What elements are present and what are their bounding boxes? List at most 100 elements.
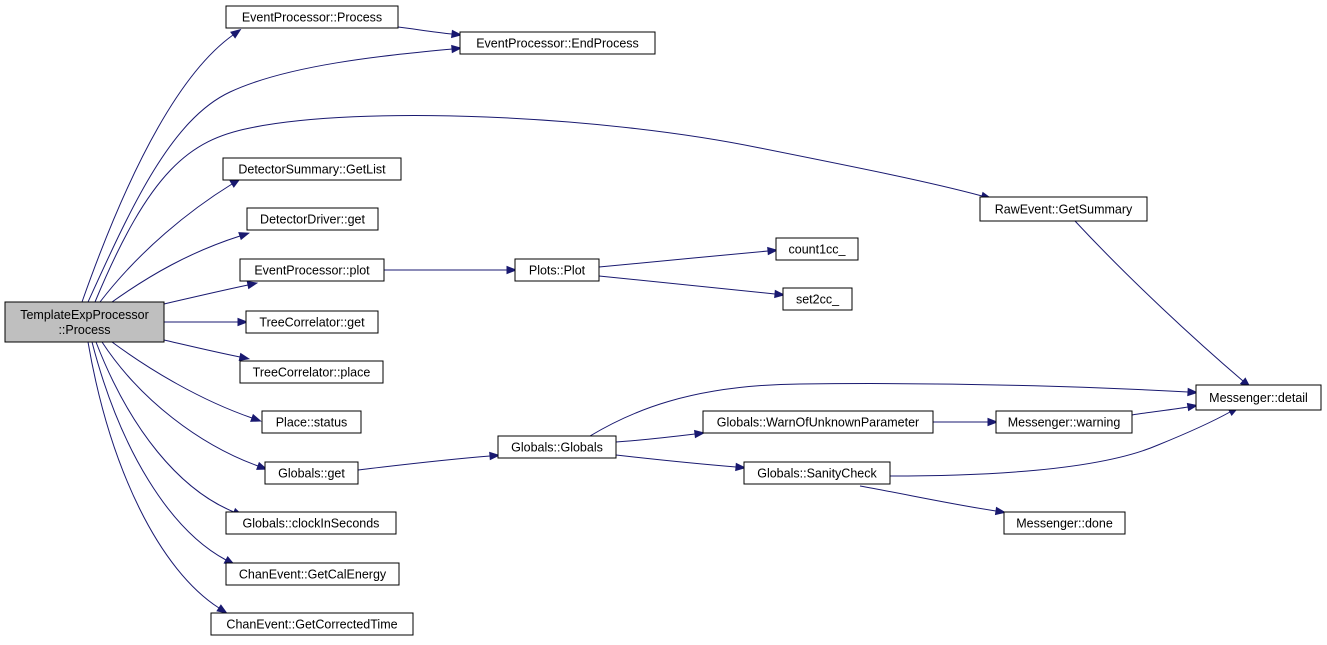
arrowhead (1186, 402, 1199, 412)
arrowhead (694, 429, 706, 439)
call-edge-plots-plot-to-set2cc (598, 275, 786, 299)
call-edge-root-to-chan-calenergy (91, 341, 236, 565)
node-box (775, 237, 859, 261)
node-label: Plots::Plot (529, 264, 586, 278)
node-label: EventProcessor::Process (242, 11, 382, 25)
node-msg-done[interactable]: Messenger::done (1003, 511, 1126, 535)
node-label: RawEvent::GetSummary (995, 203, 1133, 217)
node-box (264, 461, 359, 485)
node-chan-correctedtime[interactable]: ChanEvent::GetCorrectedTime (210, 612, 414, 636)
arrowhead (767, 246, 779, 256)
edge-line (1131, 406, 1189, 416)
node-globals-get[interactable]: Globals::get (264, 461, 359, 485)
node-label: Globals::Globals (511, 441, 603, 455)
call-edge-globals-globals-to-globals-warn (615, 429, 706, 443)
arrowhead (987, 417, 999, 427)
call-edge-globals-sanity-to-msg-done (859, 485, 1007, 516)
node-msg-detail[interactable]: Messenger::detail (1195, 384, 1322, 411)
node-box (1195, 384, 1322, 411)
arrowhead (994, 506, 1007, 516)
arrowhead (230, 28, 242, 39)
call-edge-globals-globals-to-globals-sanity (615, 454, 747, 472)
node-box (702, 410, 934, 434)
node-globals-warn[interactable]: Globals::WarnOfUnknownParameter (702, 410, 934, 434)
node-box (1003, 511, 1126, 535)
node-tc-place[interactable]: TreeCorrelator::place (239, 360, 384, 384)
edge-line (87, 341, 220, 609)
node-box (210, 612, 414, 636)
node-box (246, 207, 379, 231)
arrowhead (238, 352, 251, 362)
node-label: EventProcessor::plot (254, 264, 370, 278)
node-box (222, 157, 402, 181)
node-box (497, 435, 617, 459)
call-edge-globals-warn-to-msg-warning (933, 417, 999, 427)
call-edge-msg-warning-to-msg-detail (1131, 402, 1199, 416)
node-label: TreeCorrelator::get (259, 316, 365, 330)
arrowhead (256, 461, 268, 470)
node-plots-plot[interactable]: Plots::Plot (514, 258, 600, 282)
node-box (245, 310, 379, 334)
call-edge-root-to-ep-process (81, 28, 242, 303)
call-edge-root-to-ep-endprocess (87, 44, 463, 303)
node-ds-getlist[interactable]: DetectorSummary::GetList (222, 157, 402, 181)
node-label: DetectorDriver::get (260, 213, 365, 227)
node-dd-get[interactable]: DetectorDriver::get (246, 207, 379, 231)
node-place-status[interactable]: Place::status (261, 410, 362, 434)
node-globals-globals[interactable]: Globals::Globals (497, 435, 617, 459)
node-box (514, 258, 600, 282)
call-edge-root-to-ds-getlist (99, 178, 241, 303)
node-msg-warning[interactable]: Messenger::warning (995, 410, 1133, 434)
arrowhead (216, 604, 228, 614)
call-edge-root-to-tc-place (163, 339, 251, 362)
call-edge-root-to-dd-get (111, 232, 250, 303)
edge-line (357, 455, 491, 471)
node-label: Messenger::done (1016, 517, 1113, 531)
node-tc-get[interactable]: TreeCorrelator::get (245, 310, 379, 334)
node-globals-sanity[interactable]: Globals::SanityCheck (743, 461, 891, 485)
node-label: Messenger::detail (1209, 391, 1308, 405)
call-edge-root-to-globals-clock (95, 341, 244, 517)
node-count1cc[interactable]: count1cc_ (775, 237, 859, 261)
node-box (782, 287, 853, 311)
node-box (995, 410, 1133, 434)
node-label: TreeCorrelator::place (253, 366, 371, 380)
edge-line (111, 235, 241, 303)
node-label: EventProcessor::EndProcess (476, 37, 639, 51)
node-globals-clock[interactable]: Globals::clockInSeconds (225, 511, 397, 535)
node-ep-process[interactable]: EventProcessor::Process (225, 5, 399, 29)
node-label: count1cc_ (789, 243, 847, 257)
call-edges (81, 26, 1251, 614)
edge-line (598, 275, 776, 295)
node-label: TemplateExpProcessor (20, 308, 149, 322)
call-edge-root-to-globals-get (101, 341, 268, 470)
node-chan-calenergy[interactable]: ChanEvent::GetCalEnergy (225, 562, 400, 586)
node-box (459, 31, 656, 55)
edge-line (615, 454, 737, 468)
node-box (4, 301, 165, 343)
node-raw-getsummary[interactable]: RawEvent::GetSummary (979, 196, 1148, 222)
node-box (225, 562, 400, 586)
node-label: DetectorSummary::GetList (238, 163, 386, 177)
node-label: ::Process (58, 323, 110, 337)
node-ep-plot[interactable]: EventProcessor::plot (239, 258, 385, 282)
node-box (743, 461, 891, 485)
node-label: Globals::WarnOfUnknownParameter (717, 416, 919, 430)
arrowhead (506, 265, 518, 275)
edge-line (91, 341, 227, 561)
node-box (239, 360, 384, 384)
call-edge-ep-process-to-ep-endprocess (397, 26, 463, 39)
node-box (261, 410, 362, 434)
arrowhead (451, 29, 463, 39)
edge-line (163, 284, 249, 305)
edge-line (397, 26, 453, 35)
edge-line (889, 411, 1231, 477)
node-set2cc[interactable]: set2cc_ (782, 287, 853, 311)
edge-line (615, 433, 696, 443)
node-ep-endprocess[interactable]: EventProcessor::EndProcess (459, 31, 656, 55)
arrowhead (774, 289, 786, 299)
node-box (225, 511, 397, 535)
node-root[interactable]: TemplateExpProcessor::Process (4, 301, 165, 343)
node-label: Globals::get (278, 467, 345, 481)
edge-line (99, 183, 233, 303)
